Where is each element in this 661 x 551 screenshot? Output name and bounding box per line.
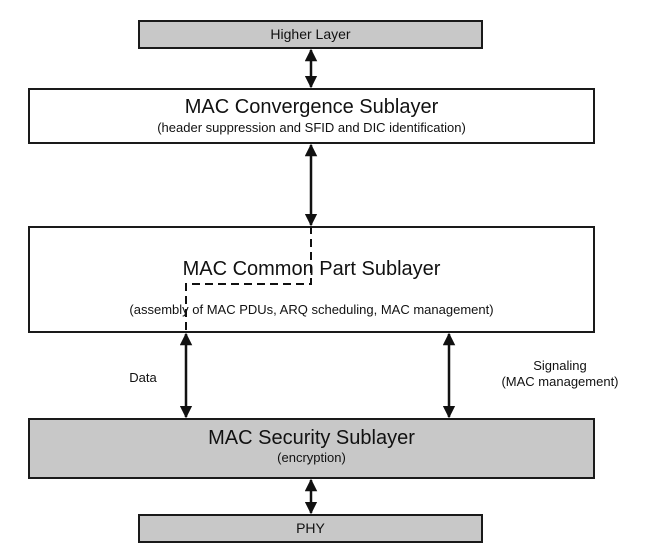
signaling-label-line1: Signaling — [533, 358, 587, 373]
signaling-label-line2: (MAC management) — [501, 373, 619, 389]
security-sublayer-title: MAC Security Sublayer — [208, 427, 415, 449]
convergence-sublayer-subtitle: (header suppression and SFID and DIC ide… — [157, 120, 466, 135]
convergence-sublayer-box: MAC Convergence Sublayer (header suppres… — [28, 88, 595, 144]
dashed-path-line — [185, 226, 312, 333]
phy-box: PHY — [138, 514, 483, 543]
security-sublayer-subtitle: (encryption) — [277, 450, 346, 465]
convergence-sublayer-title: MAC Convergence Sublayer — [184, 96, 439, 118]
higher-layer-label: Higher Layer — [270, 26, 351, 42]
security-sublayer-box: MAC Security Sublayer (encryption) — [28, 418, 595, 479]
phy-label: PHY — [296, 520, 325, 536]
higher-layer-box: Higher Layer — [138, 20, 483, 49]
data-label: Data — [129, 370, 157, 385]
common-part-sublayer-subtitle: (assembly of MAC PDUs, ARQ scheduling, M… — [129, 302, 494, 317]
signaling-label: Signaling (MAC management) — [470, 358, 650, 389]
